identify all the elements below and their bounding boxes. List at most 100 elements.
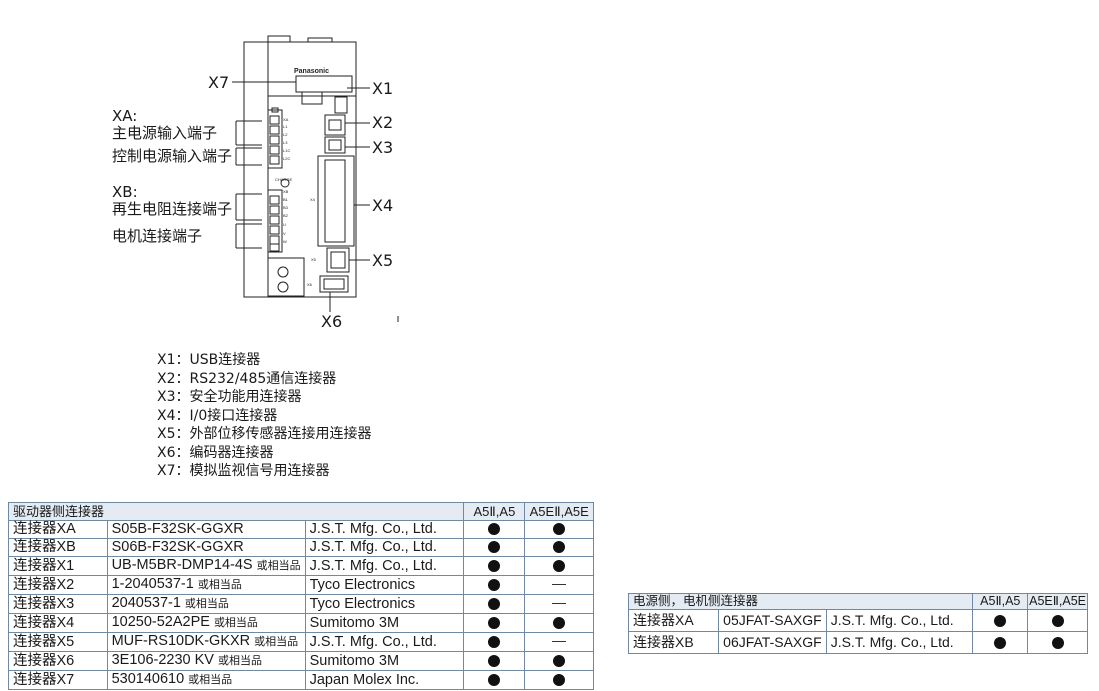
- brand-text: Panasonic: [294, 68, 329, 75]
- connector-name-text: 连接器XB: [13, 539, 76, 556]
- col-header-a5: A5Ⅱ,A5: [463, 501, 526, 522]
- part-number-text: 530140610: [111, 671, 185, 688]
- manufacturer-text: J.S.T. Mfg. Co., Ltd.: [309, 633, 437, 650]
- support-a5-cell: [463, 613, 526, 634]
- equivalent-note: 或相当品: [217, 655, 262, 668]
- support-a5e-cell: [524, 670, 594, 691]
- support-a5-cell: [972, 609, 1029, 632]
- not-supported-dash: [552, 641, 567, 643]
- tiny-v: V: [283, 231, 286, 236]
- col-header-a5: A5Ⅱ,A5: [972, 593, 1029, 610]
- legend-item: X6：编码器连接器: [157, 444, 274, 461]
- supported-dot: [553, 673, 566, 686]
- connector-name-cell: 连接器XB: [627, 631, 720, 654]
- connector-name-text: 连接器XA: [633, 612, 694, 628]
- col-header-a5e: A5EⅡ,A5E: [524, 501, 594, 522]
- part-number-cell: 05JFAT-SAXGF: [718, 609, 827, 632]
- table-title: 电源侧，电机侧连接器: [627, 593, 974, 610]
- connector-name-cell: 连接器X4: [8, 613, 108, 634]
- connector-name-cell: 连接器X1: [8, 556, 108, 577]
- support-a5-cell: [463, 556, 526, 577]
- supported-dot: [488, 541, 501, 554]
- tiny-b3: B3: [283, 205, 289, 210]
- manufacturer-text: Tyco Electronics: [309, 576, 416, 593]
- support-a5e-cell: [524, 575, 594, 596]
- support-a5e-cell: [1027, 631, 1088, 654]
- label-xb-regen: 再生电阻连接端子: [112, 200, 233, 218]
- tiny-x5: X5: [311, 257, 317, 262]
- tiny-l1c: L1C: [283, 148, 290, 153]
- part-number-text: UB-M5BR-DMP14-4S: [111, 557, 253, 574]
- support-a5-cell: [463, 538, 526, 558]
- connector-name-cell: 连接器XB: [8, 538, 108, 558]
- tiny-xb: XB: [283, 189, 289, 194]
- supported-dot: [553, 523, 566, 536]
- label-x6: X6: [321, 312, 343, 331]
- connector-name-cell: 连接器X5: [8, 632, 108, 653]
- manufacturer-text: Tyco Electronics: [309, 595, 416, 612]
- supported-dot: [1051, 615, 1064, 628]
- manufacturer-cell: Sumitomo 3M: [304, 651, 465, 672]
- part-number-text: MUF-RS10DK-GKXR: [111, 633, 251, 650]
- legend-item: X4：I/0接口连接器: [157, 407, 278, 424]
- label-xa-title: XA:: [112, 107, 138, 125]
- manufacturer-cell: Sumitomo 3M: [304, 613, 465, 634]
- tiny-l2c: L2C: [283, 156, 290, 161]
- supported-dot: [553, 559, 566, 572]
- label-x1: X1: [372, 79, 394, 98]
- part-number-text: 3E106-2230 KV: [111, 652, 214, 669]
- manufacturer-text: J.S.T. Mfg. Co., Ltd.: [830, 634, 954, 650]
- supported-dot: [488, 635, 501, 648]
- label-xa-control-power: 控制电源输入端子: [112, 147, 233, 165]
- charge-text: CHARGE: [275, 177, 292, 182]
- support-a5e-cell: [1027, 609, 1088, 632]
- label-xa-main-power: 主电源输入端子: [112, 124, 218, 142]
- support-a5-cell: [463, 520, 526, 540]
- tiny-l1: L1: [283, 124, 288, 129]
- support-a5-cell: [463, 575, 526, 596]
- connector-legend: X1：USB连接器 X2：RS232/485通信连接器 X3：安全功能用连接器 …: [157, 351, 372, 481]
- col-header-a5e: A5EⅡ,A5E: [1027, 593, 1088, 610]
- support-a5e-cell: [524, 613, 594, 634]
- manufacturer-cell: J.S.T. Mfg. Co., Ltd.: [304, 556, 465, 577]
- connector-name-text: 连接器X4: [13, 614, 75, 631]
- part-number-cell: S05B-F32SK-GGXR: [106, 520, 306, 540]
- connector-name-cell: 连接器X2: [8, 575, 108, 596]
- label-xb-motor: 电机连接端子: [112, 227, 203, 245]
- connector-name-text: 连接器XB: [633, 634, 694, 650]
- manufacturer-cell: J.S.T. Mfg. Co., Ltd.: [304, 538, 465, 558]
- part-number-text: 06JFAT-SAXGF: [723, 634, 822, 650]
- manufacturer-text: J.S.T. Mfg. Co., Ltd.: [309, 557, 437, 574]
- support-a5-cell: [463, 632, 526, 653]
- legend-item: X1：USB连接器: [157, 352, 261, 368]
- tiny-b1: B1: [283, 197, 289, 202]
- connector-name-text: 连接器XA: [13, 521, 76, 538]
- supported-dot: [488, 559, 501, 572]
- manufacturer-cell: Tyco Electronics: [304, 575, 465, 596]
- supported-dot: [488, 578, 501, 591]
- part-number-text: 1-2040537-1: [111, 576, 194, 593]
- tiny-l2: L2: [283, 132, 288, 137]
- label-x4: X4: [372, 196, 394, 215]
- manufacturer-text: Japan Molex Inc.: [309, 671, 420, 688]
- connector-name-text: 连接器X2: [13, 576, 75, 593]
- manufacturer-text: J.S.T. Mfg. Co., Ltd.: [309, 521, 437, 538]
- manufacturer-cell: Tyco Electronics: [304, 594, 465, 615]
- tiny-b2: B2: [283, 213, 289, 218]
- not-supported-dash: [552, 584, 567, 586]
- part-number-text: 05JFAT-SAXGF: [723, 612, 822, 628]
- support-a5-cell: [463, 594, 526, 615]
- supported-dot: [488, 673, 501, 686]
- tiny-xa: XA: [283, 117, 289, 122]
- tiny-u: U: [283, 222, 286, 227]
- support-a5e-cell: [524, 556, 594, 577]
